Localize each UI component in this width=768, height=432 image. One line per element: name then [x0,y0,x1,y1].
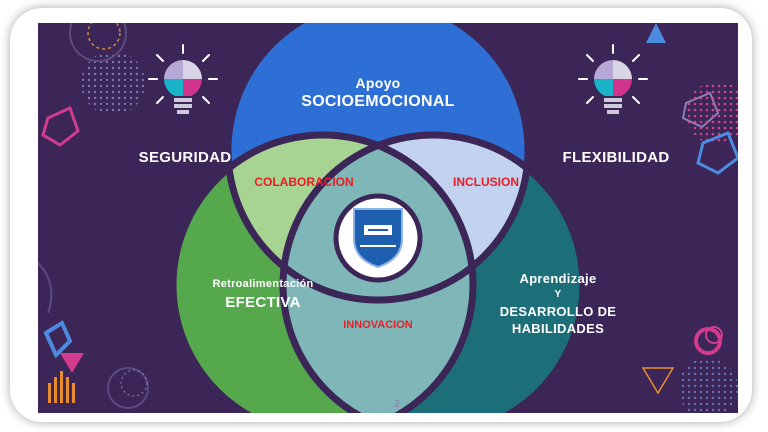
side-label-right: FLEXIBILIDAD [562,149,670,166]
venn-diagram [38,23,738,413]
circle-top-line2: SOCIOEMOCIONAL [301,93,455,110]
lightbulb-icon-right [578,44,648,114]
slide: Apoyo SOCIOEMOCIONAL Retroalimentación E… [38,23,738,413]
circle-left-line2: EFECTIVA [225,294,301,311]
page-number: 2 [394,399,400,410]
overlap-top-right-label: INCLUSION [453,175,519,189]
circle-right-line4: HABILIDADES [511,321,605,336]
school-shield-icon [353,208,403,269]
circle-right-line3: DESARROLLO DE [499,304,617,319]
circle-right-line1: Aprendizaje [519,271,597,286]
circle-left-line1: Retroalimentación [212,278,314,290]
overlap-bottom-label: INNOVACION [343,319,413,331]
lightbulb-icon-left [148,44,218,114]
circle-right-line2: Y [554,289,562,300]
overlap-top-left-label: COLABORACION [254,175,354,189]
side-label-left: SEGURIDAD [138,149,232,166]
decoration [38,23,738,413]
circle-top-line1: Apoyo [355,75,401,91]
